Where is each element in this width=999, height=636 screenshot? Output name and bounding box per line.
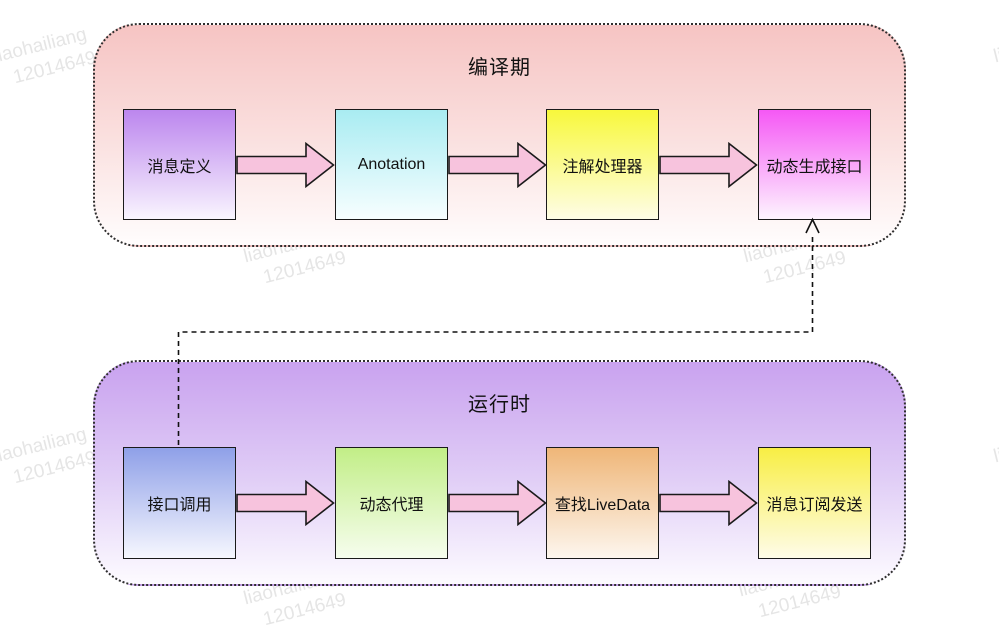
flow-arrow [448, 142, 547, 188]
watermark-id: 12014649 [261, 589, 349, 630]
node-label: 接口调用 [147, 497, 212, 514]
runtime-phase-panel: 运行时 接口调用 动态代理 查找LiveData 消息订阅发送 [93, 360, 906, 586]
watermark-name: liaohailiang [991, 423, 999, 468]
node-label: 动态代理 [359, 497, 424, 514]
runtime-phase-title: 运行时 [468, 394, 531, 416]
node-generated-interface: 动态生成接口 [758, 109, 871, 220]
node-label: 查找LiveData [554, 497, 651, 514]
watermark-name: liaohailiang [991, 23, 999, 68]
node-label: 消息订阅发送 [766, 497, 863, 514]
node-interface-call: 接口调用 [123, 447, 236, 559]
node-label: 注解处理器 [562, 158, 643, 176]
flow-arrow [236, 480, 335, 526]
node-message-publish: 消息订阅发送 [758, 447, 871, 559]
node-label: 消息定义 [147, 158, 212, 176]
watermark-id: 12014649 [261, 247, 349, 288]
node-annotation: Anotation [335, 109, 448, 220]
watermark-id: 12014649 [756, 581, 844, 622]
node-message-definition: 消息定义 [123, 109, 236, 220]
flow-arrow [236, 142, 335, 188]
compile-phase-panel: 编译期 消息定义 Anotation 注解处理器 动态生成接口 [93, 23, 906, 247]
watermark-id: 12014649 [11, 447, 99, 488]
watermark-id: 12014649 [761, 247, 849, 288]
watermark-name: liaohailiang [0, 423, 89, 468]
node-dynamic-proxy: 动态代理 [335, 447, 448, 559]
node-label: Anotation [357, 155, 426, 173]
compile-phase-title: 编译期 [468, 57, 531, 79]
watermark-name: liaohailiang [0, 23, 89, 68]
flow-arrow [448, 480, 547, 526]
node-label: 动态生成接口 [766, 158, 863, 176]
flow-arrow [659, 480, 758, 526]
node-find-livedata: 查找LiveData [546, 447, 659, 559]
watermark-id: 12014649 [11, 47, 99, 88]
flow-arrow [659, 142, 758, 188]
node-annotation-processor: 注解处理器 [546, 109, 659, 220]
diagram-canvas: { "watermark": { "line1": "liaohailiang"… [0, 22, 999, 630]
